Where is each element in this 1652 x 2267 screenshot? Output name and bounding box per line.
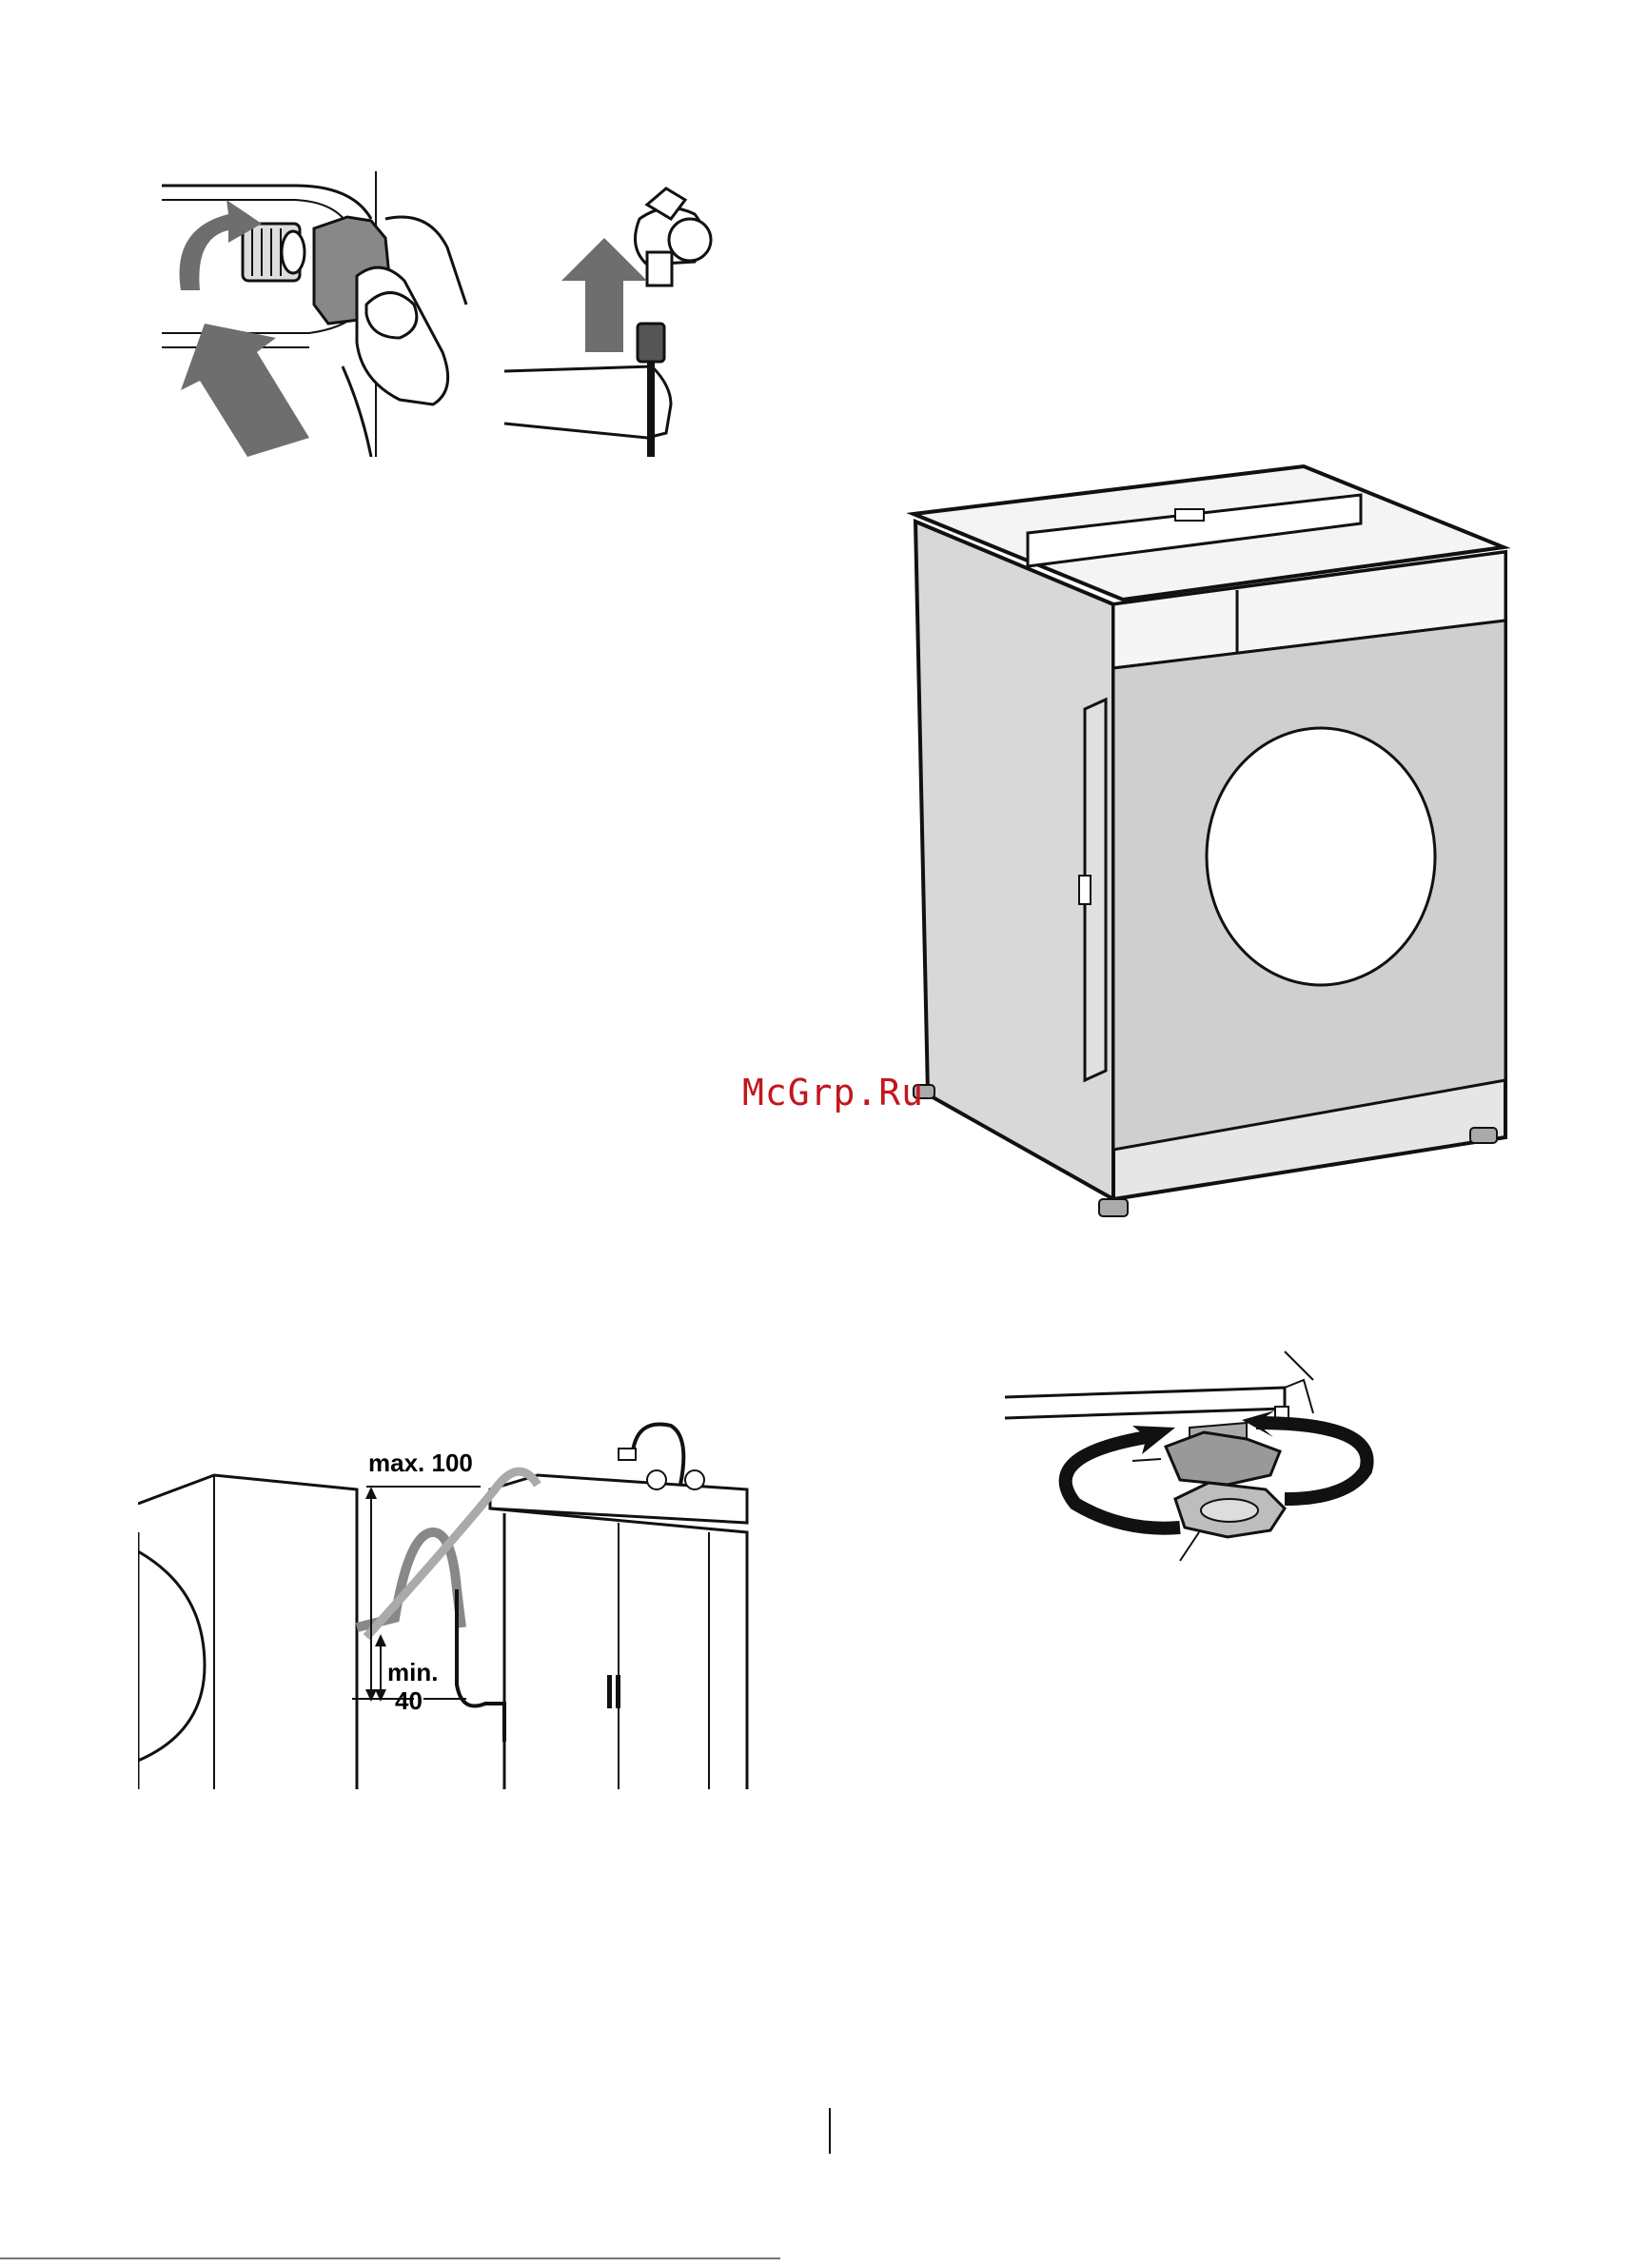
max-height-label: max. 100 [368, 1449, 473, 1478]
inlet-hose-figure [152, 162, 761, 466]
drain-hose-figure: max. 100 min. 40 [138, 1399, 757, 1799]
page-marker [829, 2108, 831, 2154]
min-height-label: min. [387, 1658, 438, 1687]
footer-rule [0, 2257, 780, 2259]
adjustable-foot-figure [999, 1332, 1399, 1589]
watermark-text: McGrp.Ru [742, 1072, 924, 1114]
min-height-value: 40 [395, 1686, 423, 1716]
built-in-machine-figure [904, 457, 1513, 1228]
